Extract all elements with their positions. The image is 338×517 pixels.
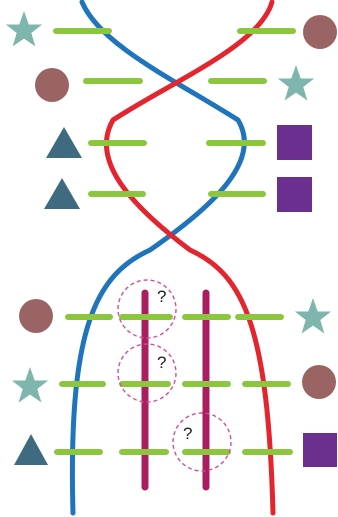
square-icon: [277, 125, 312, 160]
question-circle: [172, 412, 232, 472]
square-icon: [303, 433, 337, 467]
question-mark: ?: [157, 287, 166, 306]
star-icon: [277, 65, 315, 101]
parent-strand-red: [103, 0, 276, 516]
unknown-marker-3: ?: [172, 412, 232, 472]
question-mark: ?: [183, 424, 192, 443]
question-circle: [117, 343, 177, 403]
star-icon: [5, 11, 43, 47]
base-pair-rungs-lower: [54, 314, 293, 455]
parent-strand-blue: [69, 0, 247, 516]
unknown-marker-1: ?: [117, 279, 177, 339]
star-icon: [294, 298, 332, 334]
triangle-icon: [14, 434, 48, 465]
circle-icon: [303, 15, 337, 49]
triangle-icon: [44, 178, 80, 209]
square-icon: [277, 177, 312, 212]
question-mark: ?: [157, 353, 166, 372]
circle-icon: [35, 68, 69, 102]
question-circle: [117, 279, 177, 339]
circle-icon: [19, 299, 53, 333]
star-icon: [11, 367, 49, 403]
triangle-icon: [46, 127, 82, 158]
circle-icon: [302, 365, 336, 399]
unknown-marker-2: ?: [117, 343, 177, 403]
base-pair-rungs-upper: [53, 28, 296, 197]
